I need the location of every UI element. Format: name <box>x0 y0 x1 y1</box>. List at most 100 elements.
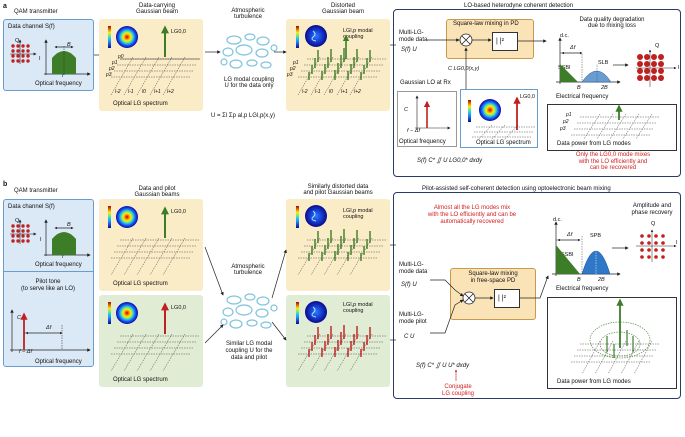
coupling-caption-b: Similar LG modal coupling U for the data… <box>225 341 273 361</box>
quality-title-a: Data quality degradation due to mixing l… <box>579 17 645 29</box>
data-channel-label-a: Data channel S(f) <box>8 24 55 30</box>
electrical-frequency-b: Electrical frequency <box>556 286 609 292</box>
b-label-b: B <box>67 222 71 228</box>
p1-label-a: p1 <box>112 60 118 66</box>
q-label-out-b: Q <box>651 221 656 227</box>
l-tick-0-dist-a: l-2 <box>302 89 308 95</box>
q-label-a: Q <box>15 38 20 44</box>
data-power-box-b <box>547 297 677 389</box>
equation-a: U = Σl Σp al,p LGl,p(x,y) <box>211 113 275 119</box>
lg-modal-coupling-data-b: LGl,p modal coupling <box>343 208 373 221</box>
q-label-b: Q <box>15 218 20 224</box>
data-channel-label-b: Data channel S(f) <box>8 204 55 210</box>
pilot-tone-label-b: Pilot tone (to serve like an LO) <box>20 279 76 292</box>
data-lg00-label-b: LG0,0 <box>171 209 186 215</box>
optical-lg-spectrum-data-b: Optical LG spectrum <box>113 281 168 287</box>
beams-title-b: Data and pilot Gaussian beams <box>134 186 180 198</box>
p2-label-dist-a: p2 <box>290 66 296 72</box>
delta-f-label-b: Δf <box>46 325 52 331</box>
l-tick-1-a: l-1 <box>128 89 134 95</box>
amp-phase-label-b: Amplitude and phase recovery <box>631 203 673 216</box>
colorbar-distorted-a <box>296 26 299 48</box>
panel-a-letter: a <box>3 3 7 10</box>
distorted-title-b: Similarly distorted data and pilot Gauss… <box>303 184 373 196</box>
q-label-out-a: Q <box>655 43 660 49</box>
l-tick-0-a: l-2 <box>115 89 121 95</box>
qam-title-a: QAM transmitter <box>14 9 58 15</box>
gaussian-beam-a <box>116 26 138 48</box>
multi-lg-data-label-b: Multi-LG- mode data <box>399 262 428 275</box>
turbulence-title-a: Atmospheric turbulence <box>231 8 265 20</box>
integral-b: S(f) C* ∬ U U* dxdy <box>416 363 470 369</box>
coupling-caption-a: LG modal coupling U for the data only <box>223 77 275 89</box>
two-b-axis-b: 2B <box>598 277 605 283</box>
spb-label-b: SPB <box>590 233 602 239</box>
beam-title-a: Data-carrying Gaussian beam <box>135 3 179 15</box>
lo-lg00-label-a: LG0,0 <box>520 94 535 100</box>
square-law-label-b: Square-law mixing in free-space PD <box>468 271 518 284</box>
delta-f-label-a: Δf <box>570 45 576 51</box>
p1-label-dist-a: p1 <box>293 60 299 66</box>
l-tick-2-dist-a: l0 <box>329 89 333 95</box>
dc-label-b: d.c. <box>553 217 562 223</box>
coupled-mode-arrows-a <box>308 48 371 80</box>
optical-lg-spectrum-a: Optical LG spectrum <box>113 101 168 107</box>
c-label-a: C <box>404 107 408 113</box>
f-delta-label-a: f − Δf <box>407 128 421 134</box>
p3-label-a: p3 <box>106 72 112 78</box>
slb-label-a: SLB <box>598 60 609 66</box>
square-symbol-b: | |² <box>498 295 506 302</box>
detection-title-b: Pilot-assisted self-coherent detection u… <box>420 186 613 192</box>
clg-label-a: C LG0,0(x,y) <box>448 66 480 72</box>
i-label-out-b: I <box>676 240 678 246</box>
p2-label-a: p2 <box>109 66 115 72</box>
lo-beam-box-a <box>460 89 538 148</box>
b-axis-a: B <box>577 85 581 91</box>
mixer-square-box-b <box>494 289 520 308</box>
f-label-b: f <box>62 254 64 260</box>
ssbi-label-a: SSBI <box>558 65 571 71</box>
optical-lg-spectrum-lo-a: Optical LG spectrum <box>476 140 531 146</box>
gaussian-lo-label-a: Gaussian LO at Rx <box>400 80 451 86</box>
pilot-lg00-label-b: LG0,0 <box>171 305 186 311</box>
i-label-b: I <box>40 237 42 243</box>
turbulence-a <box>220 33 278 69</box>
p1-label-power-a: p1 <box>566 112 572 118</box>
panel-b-letter: b <box>3 181 8 188</box>
l-tick-4-dist-a: l+2 <box>354 89 361 95</box>
colorbar-a <box>108 26 111 48</box>
delta-f-label-b2: Δf <box>567 232 573 238</box>
p0-label-a: p0 <box>118 54 124 60</box>
multi-lg-label-a: Multi-LG- mode data <box>399 30 428 43</box>
lo-beam-a <box>479 99 501 121</box>
conjugate-label-b: Conjugate LG coupling <box>441 384 475 397</box>
optical-frequency-lo-a: Optical frequency <box>399 139 446 145</box>
f-label-a: f <box>62 73 64 79</box>
integral-a: S(f) C* ∬ U LG0,0* dxdy <box>417 158 483 164</box>
optical-frequency-b: Optical frequency <box>35 262 82 268</box>
multi-lg-pilot-label-b: Multi-LG- mode pilot <box>399 312 427 325</box>
f-delta-label-b: f − Δf <box>19 349 33 355</box>
two-b-axis-a: 2B <box>601 85 608 91</box>
optical-frequency-a: Optical frequency <box>35 81 82 87</box>
b-axis-b: B <box>577 277 581 283</box>
l-tick-3-a: l+1 <box>154 89 161 95</box>
l-tick-2-a: l0 <box>142 89 146 95</box>
note-a: Only the LG0,0 mode mixes with the LO ef… <box>575 152 651 172</box>
distorted-beam-a <box>305 25 327 47</box>
cu-label-b: C U <box>404 334 415 340</box>
lg00-label-a: LG0,0 <box>171 29 186 35</box>
optical-frequency-pilot-b: Optical frequency <box>35 359 82 365</box>
qam-constellation-a <box>11 44 30 63</box>
distorted-title-a: Distorted Gaussian beam <box>321 3 365 15</box>
i-label-a: I <box>39 56 41 62</box>
square-symbol-a: | |² <box>496 38 504 45</box>
su-label-a: S(f) U <box>401 47 417 53</box>
su-label-b: S(f) U <box>401 282 417 288</box>
qam-title-b: QAM transmitter <box>14 188 58 194</box>
data-power-label-b: Data power from LG modes <box>557 379 631 385</box>
qam-divider-b <box>4 271 93 272</box>
b-label-a: B <box>67 42 71 48</box>
degraded-constellation-a <box>637 54 664 81</box>
